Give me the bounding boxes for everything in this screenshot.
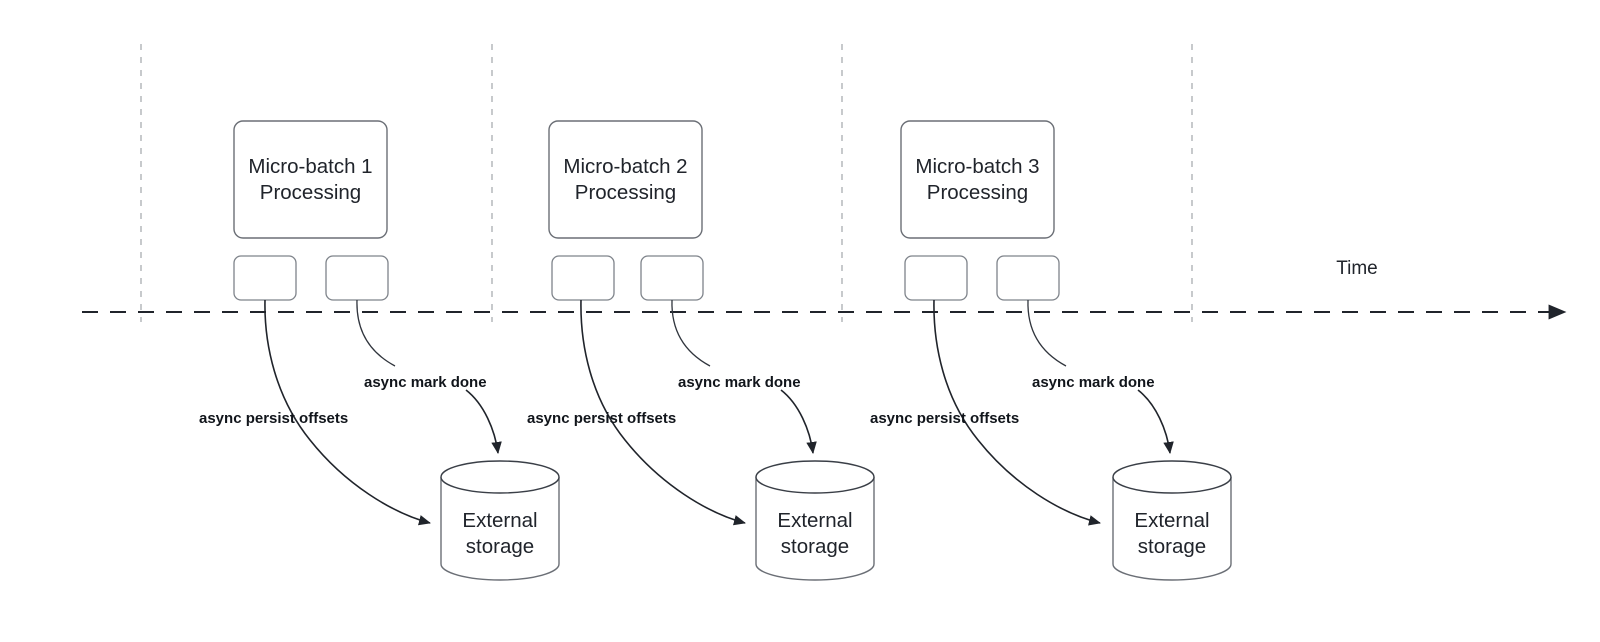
micro-batch-3-event-box-markdone[interactable] bbox=[996, 255, 1060, 301]
timeline-axis-label: Time bbox=[1336, 258, 1378, 279]
external-storage-3-label-line2: storage bbox=[1138, 535, 1206, 558]
micro-batch-3-label-line2: Processing bbox=[927, 181, 1028, 204]
edge-persist-offsets-3 bbox=[933, 299, 1101, 526]
micro-batch-3-label-line1: Micro-batch 3 bbox=[915, 155, 1039, 178]
edge-persist-offsets-1 bbox=[264, 299, 431, 526]
external-storage-2-body bbox=[755, 477, 875, 581]
external-storage-2-label-line1: External bbox=[777, 509, 852, 532]
edge-label-mark-done-2: async mark done bbox=[678, 374, 801, 391]
micro-batch-1-event-box-markdone[interactable] bbox=[325, 255, 389, 301]
edge-mark-done-1-seg2 bbox=[465, 389, 502, 454]
micro-batch-2-rect[interactable] bbox=[548, 120, 703, 239]
edge-label-mark-done-1: async mark done bbox=[364, 374, 487, 391]
external-storage-2[interactable]: External storage bbox=[755, 460, 875, 581]
external-storage-1-label-line1: External bbox=[462, 509, 537, 532]
external-storage-1-body bbox=[440, 477, 560, 581]
edge-label-persist-offsets-1: async persist offsets bbox=[199, 410, 348, 427]
micro-batch-1-box[interactable]: Micro-batch 1 Processing bbox=[233, 120, 388, 239]
group-1: Micro-batch 1 Processing External storag… bbox=[199, 120, 560, 581]
edge-mark-done-2-seg2 bbox=[780, 389, 817, 454]
edge-mark-done-1-seg1 bbox=[356, 299, 396, 367]
edge-label-persist-offsets-3: async persist offsets bbox=[870, 410, 1019, 427]
micro-batch-1-rect[interactable] bbox=[233, 120, 388, 239]
micro-batch-2-event-box-markdone[interactable] bbox=[640, 255, 704, 301]
external-storage-3-top bbox=[1112, 460, 1232, 494]
external-storage-3-label-line1: External bbox=[1134, 509, 1209, 532]
micro-batch-2-box[interactable]: Micro-batch 2 Processing bbox=[548, 120, 703, 239]
edge-mark-done-3-seg2 bbox=[1137, 389, 1174, 454]
micro-batch-1-label-line2: Processing bbox=[260, 181, 361, 204]
micro-batch-3-event-box-persist[interactable] bbox=[904, 255, 968, 301]
external-storage-1-top bbox=[440, 460, 560, 494]
edge-persist-offsets-2 bbox=[580, 299, 746, 526]
micro-batch-2-label-line1: Micro-batch 2 bbox=[563, 155, 687, 178]
external-storage-1-label-line2: storage bbox=[466, 535, 534, 558]
edge-label-persist-offsets-2: async persist offsets bbox=[527, 410, 676, 427]
group-3: Micro-batch 3 Processing External storag… bbox=[870, 120, 1232, 581]
micro-batch-1-event-box-persist[interactable] bbox=[233, 255, 297, 301]
external-storage-3-body bbox=[1112, 477, 1232, 581]
micro-batch-3-rect[interactable] bbox=[900, 120, 1055, 239]
micro-batch-1-label-line1: Micro-batch 1 bbox=[248, 155, 372, 178]
micro-batch-2-event-box-persist[interactable] bbox=[551, 255, 615, 301]
external-storage-2-label-line2: storage bbox=[781, 535, 849, 558]
micro-batch-3-box[interactable]: Micro-batch 3 Processing bbox=[900, 120, 1055, 239]
external-storage-2-top bbox=[755, 460, 875, 494]
external-storage-1[interactable]: External storage bbox=[440, 460, 560, 581]
micro-batch-2-label-line2: Processing bbox=[575, 181, 676, 204]
edge-label-mark-done-3: async mark done bbox=[1032, 374, 1155, 391]
group-2: Micro-batch 2 Processing External storag… bbox=[527, 120, 875, 581]
edge-mark-done-2-seg1 bbox=[671, 299, 711, 367]
edge-mark-done-3-seg1 bbox=[1027, 299, 1067, 367]
external-storage-3[interactable]: External storage bbox=[1112, 460, 1232, 581]
